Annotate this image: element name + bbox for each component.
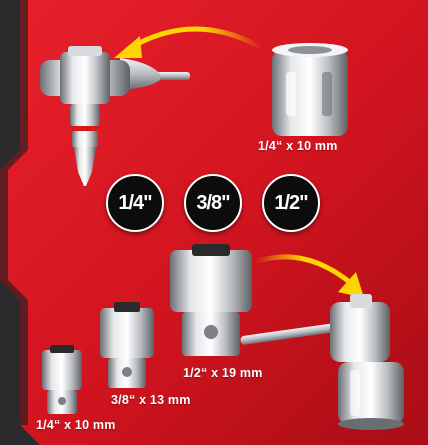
adapter-large (170, 244, 252, 356)
badge-drive-1-4: 1/4" (106, 174, 164, 232)
adapter-medium (100, 302, 154, 388)
top-socket (272, 43, 348, 136)
arrow-left-curved-icon (114, 26, 265, 58)
adapter-small (42, 345, 82, 414)
ratchet-bit-holder (40, 46, 190, 186)
adapter-large-label: 1/2“ x 19 mm (183, 366, 263, 380)
top-socket-label: 1/4“ x 10 mm (258, 139, 338, 153)
badge-drive-1-2: 1/2" (262, 174, 320, 232)
adapter-medium-label: 3/8“ x 13 mm (111, 393, 191, 407)
adapter-small-label: 1/4“ x 10 mm (36, 418, 116, 432)
ratchet-with-socket (240, 294, 404, 430)
arrow-right-curved-icon (252, 254, 364, 298)
badge-drive-3-8: 3/8" (184, 174, 242, 232)
